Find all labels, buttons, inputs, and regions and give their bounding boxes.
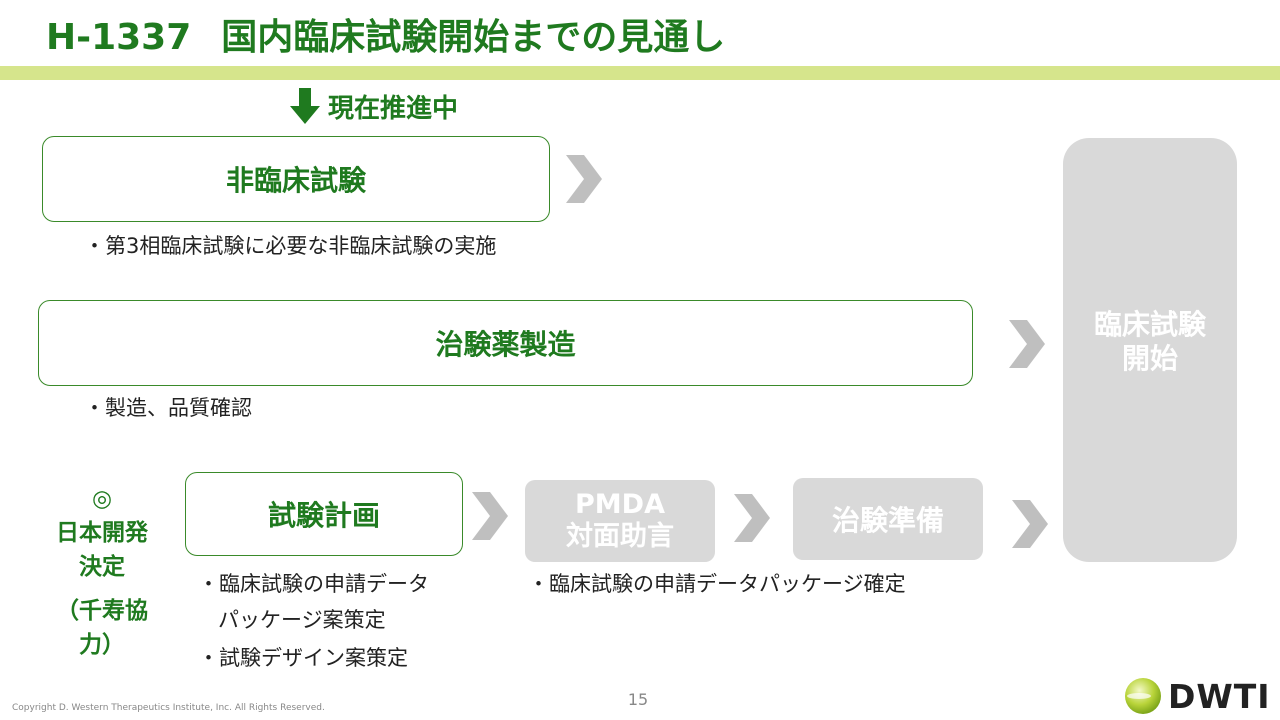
bullet-study-plan-2: ・試験デザイン案策定 bbox=[198, 646, 408, 670]
step-box-study-plan: 試験計画 bbox=[185, 472, 463, 556]
chevron-right-icon bbox=[566, 155, 602, 203]
page-number: 15 bbox=[627, 690, 649, 709]
slide-title-text: 国内臨床試験開始までの見通し bbox=[221, 17, 726, 58]
step-label-study-plan: 試験計画 bbox=[267, 499, 380, 532]
partner-line-2: 決定 bbox=[79, 554, 125, 580]
chevron-right-icon bbox=[734, 494, 770, 542]
step-box-pmda: PMDA 対面助言 bbox=[525, 480, 715, 562]
title-underline-bar bbox=[0, 66, 1280, 80]
slide-title: H-1337 国内臨床試験開始までの見通し bbox=[46, 10, 725, 66]
pmda-line-1: PMDA bbox=[575, 489, 665, 520]
bullet-manufacturing-1: ・製造、品質確認 bbox=[84, 396, 252, 420]
chevron-right-icon bbox=[1012, 500, 1048, 548]
step-label-nonclinical: 非臨床試験 bbox=[225, 164, 366, 197]
slide-code: H-1337 bbox=[46, 17, 192, 58]
chevron-right-icon bbox=[472, 492, 508, 540]
step-box-manufacturing: 治験薬製造 bbox=[38, 300, 973, 386]
trial-start-line-1: 臨床試験 bbox=[1093, 308, 1206, 341]
step-label-manufacturing: 治験薬製造 bbox=[435, 328, 576, 361]
step-box-trial-start: 臨床試験 開始 bbox=[1063, 138, 1237, 562]
bullet-study-plan-1-cont: パッケージ案策定 bbox=[218, 608, 386, 632]
bullet-study-plan-1: ・臨床試験の申請データ bbox=[198, 572, 429, 596]
double-circle-mark: ◎ bbox=[91, 486, 113, 512]
logo-text: DWTI bbox=[1168, 676, 1271, 716]
partner-decision-label: ◎ 日本開発 決定 （千寿協力） bbox=[40, 482, 164, 662]
logo-sphere-icon bbox=[1125, 678, 1161, 714]
copyright-notice: Copyright D. Western Therapeutics Instit… bbox=[12, 703, 325, 713]
trial-prep-label: 治験準備 bbox=[831, 504, 944, 537]
partner-line-1: 日本開発 bbox=[56, 520, 148, 546]
bullet-nonclinical-1: ・第3相臨床試験に必要な非臨床試験の実施 bbox=[84, 234, 497, 258]
bullet-pmda-1: ・臨床試験の申請データパッケージ確定 bbox=[528, 572, 906, 596]
step-box-nonclinical: 非臨床試験 bbox=[42, 136, 550, 222]
chevron-right-icon bbox=[1009, 320, 1045, 368]
partner-line-3: （千寿協力） bbox=[56, 598, 148, 658]
trial-start-line-2: 開始 bbox=[1121, 342, 1178, 375]
down-arrow-icon bbox=[290, 88, 320, 124]
pmda-line-2: 対面助言 bbox=[566, 521, 674, 552]
current-status: 現在推進中 bbox=[290, 88, 458, 124]
current-status-label: 現在推進中 bbox=[328, 93, 459, 124]
company-logo: DWTI bbox=[1124, 676, 1271, 716]
step-box-trial-prep: 治験準備 bbox=[793, 478, 983, 560]
